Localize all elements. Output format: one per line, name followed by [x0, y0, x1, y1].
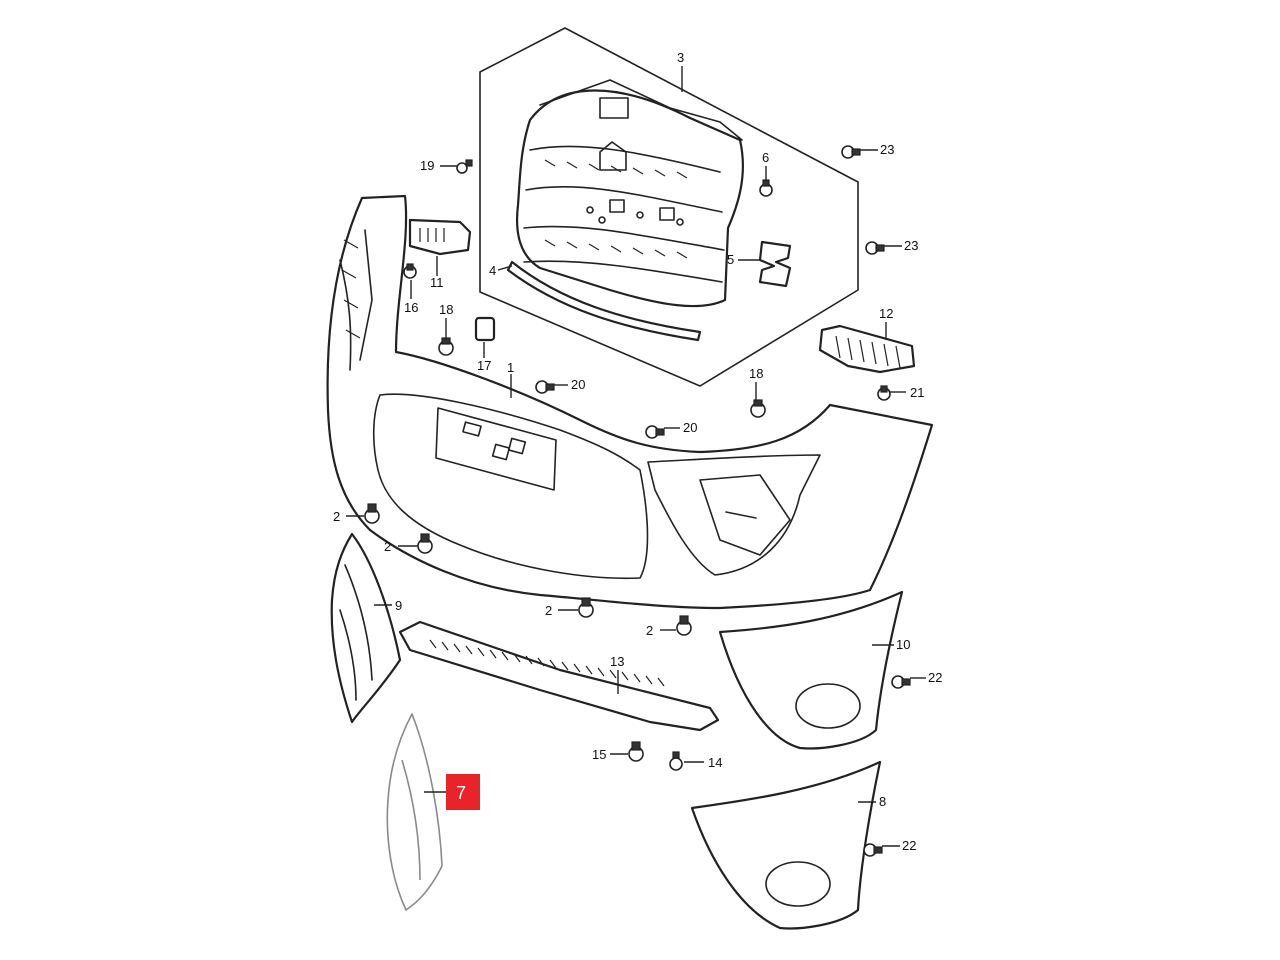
clip-18a [438, 337, 454, 356]
fog-bezel-lower[interactable] [690, 760, 882, 930]
callout-8: 8 [879, 794, 886, 809]
callout-20a: 20 [571, 377, 585, 392]
clip-2b [417, 533, 433, 554]
screw-6 [759, 179, 773, 197]
screw-23a [841, 145, 861, 159]
callout-2a: 2 [333, 509, 340, 524]
clip-18b [750, 399, 766, 418]
screw-21 [877, 385, 891, 401]
fasteners [364, 145, 911, 857]
screw-19 [456, 159, 473, 174]
callout-1: 1 [507, 360, 514, 375]
clip-2a [364, 503, 380, 524]
callout-5: 5 [727, 252, 734, 267]
callout-13: 13 [610, 654, 624, 669]
fog-bezel-right[interactable] [718, 590, 904, 750]
callout-23a: 23 [880, 142, 894, 157]
clip-15 [628, 741, 644, 762]
screw-23b [865, 241, 885, 255]
callout-9: 9 [395, 598, 402, 613]
front-grille[interactable] [515, 79, 744, 308]
screw-22b [863, 843, 883, 857]
side-garnish-left[interactable] [330, 532, 402, 724]
callout-18b: 18 [749, 366, 763, 381]
highlight-label: 7 [456, 783, 466, 803]
callout-10: 10 [896, 637, 910, 652]
highlighted-callout[interactable]: 7 [446, 774, 480, 810]
lower-grille[interactable] [398, 620, 720, 732]
callout-21: 21 [910, 385, 924, 400]
callout-2c: 2 [545, 603, 552, 618]
callout-2b: 2 [384, 539, 391, 554]
screw-14 [669, 751, 683, 771]
callout-14: 14 [708, 755, 722, 770]
emblem[interactable] [758, 240, 792, 288]
callout-22b: 22 [902, 838, 916, 853]
clip-2c [578, 597, 594, 618]
callout-20b: 20 [683, 420, 697, 435]
front-bumper-cover[interactable] [326, 194, 934, 610]
callout-11: 11 [430, 275, 444, 290]
grille-molding-strip[interactable] [506, 260, 702, 342]
screw-22a [891, 675, 911, 689]
screw-20a [535, 380, 555, 394]
callout-22a: 22 [928, 670, 942, 685]
screw-16 [403, 263, 417, 279]
lower-garnish-left[interactable] [386, 713, 443, 911]
callout-16: 16 [404, 300, 418, 315]
bracket-left[interactable] [408, 218, 472, 256]
callout-6: 6 [762, 150, 769, 165]
callout-17: 17 [477, 358, 491, 373]
callout-2d: 2 [646, 623, 653, 638]
clip-17[interactable] [474, 316, 496, 342]
callout-12: 12 [879, 306, 893, 321]
clip-2d [676, 615, 692, 636]
highlight-box [446, 774, 480, 810]
callout-labels: 3 19 6 23 23 11 16 4 5 18 17 12 1 20 18 … [333, 50, 942, 853]
callout-4: 4 [489, 263, 496, 278]
callout-19: 19 [420, 158, 434, 173]
callout-23b: 23 [904, 238, 918, 253]
callout-15: 15 [592, 747, 606, 762]
callout-3: 3 [677, 50, 684, 65]
callout-18a: 18 [439, 302, 453, 317]
screw-20b [645, 425, 665, 439]
grille-assembly-frame [479, 27, 859, 387]
bracket-right[interactable] [818, 324, 916, 374]
leader-lines [346, 66, 926, 847]
